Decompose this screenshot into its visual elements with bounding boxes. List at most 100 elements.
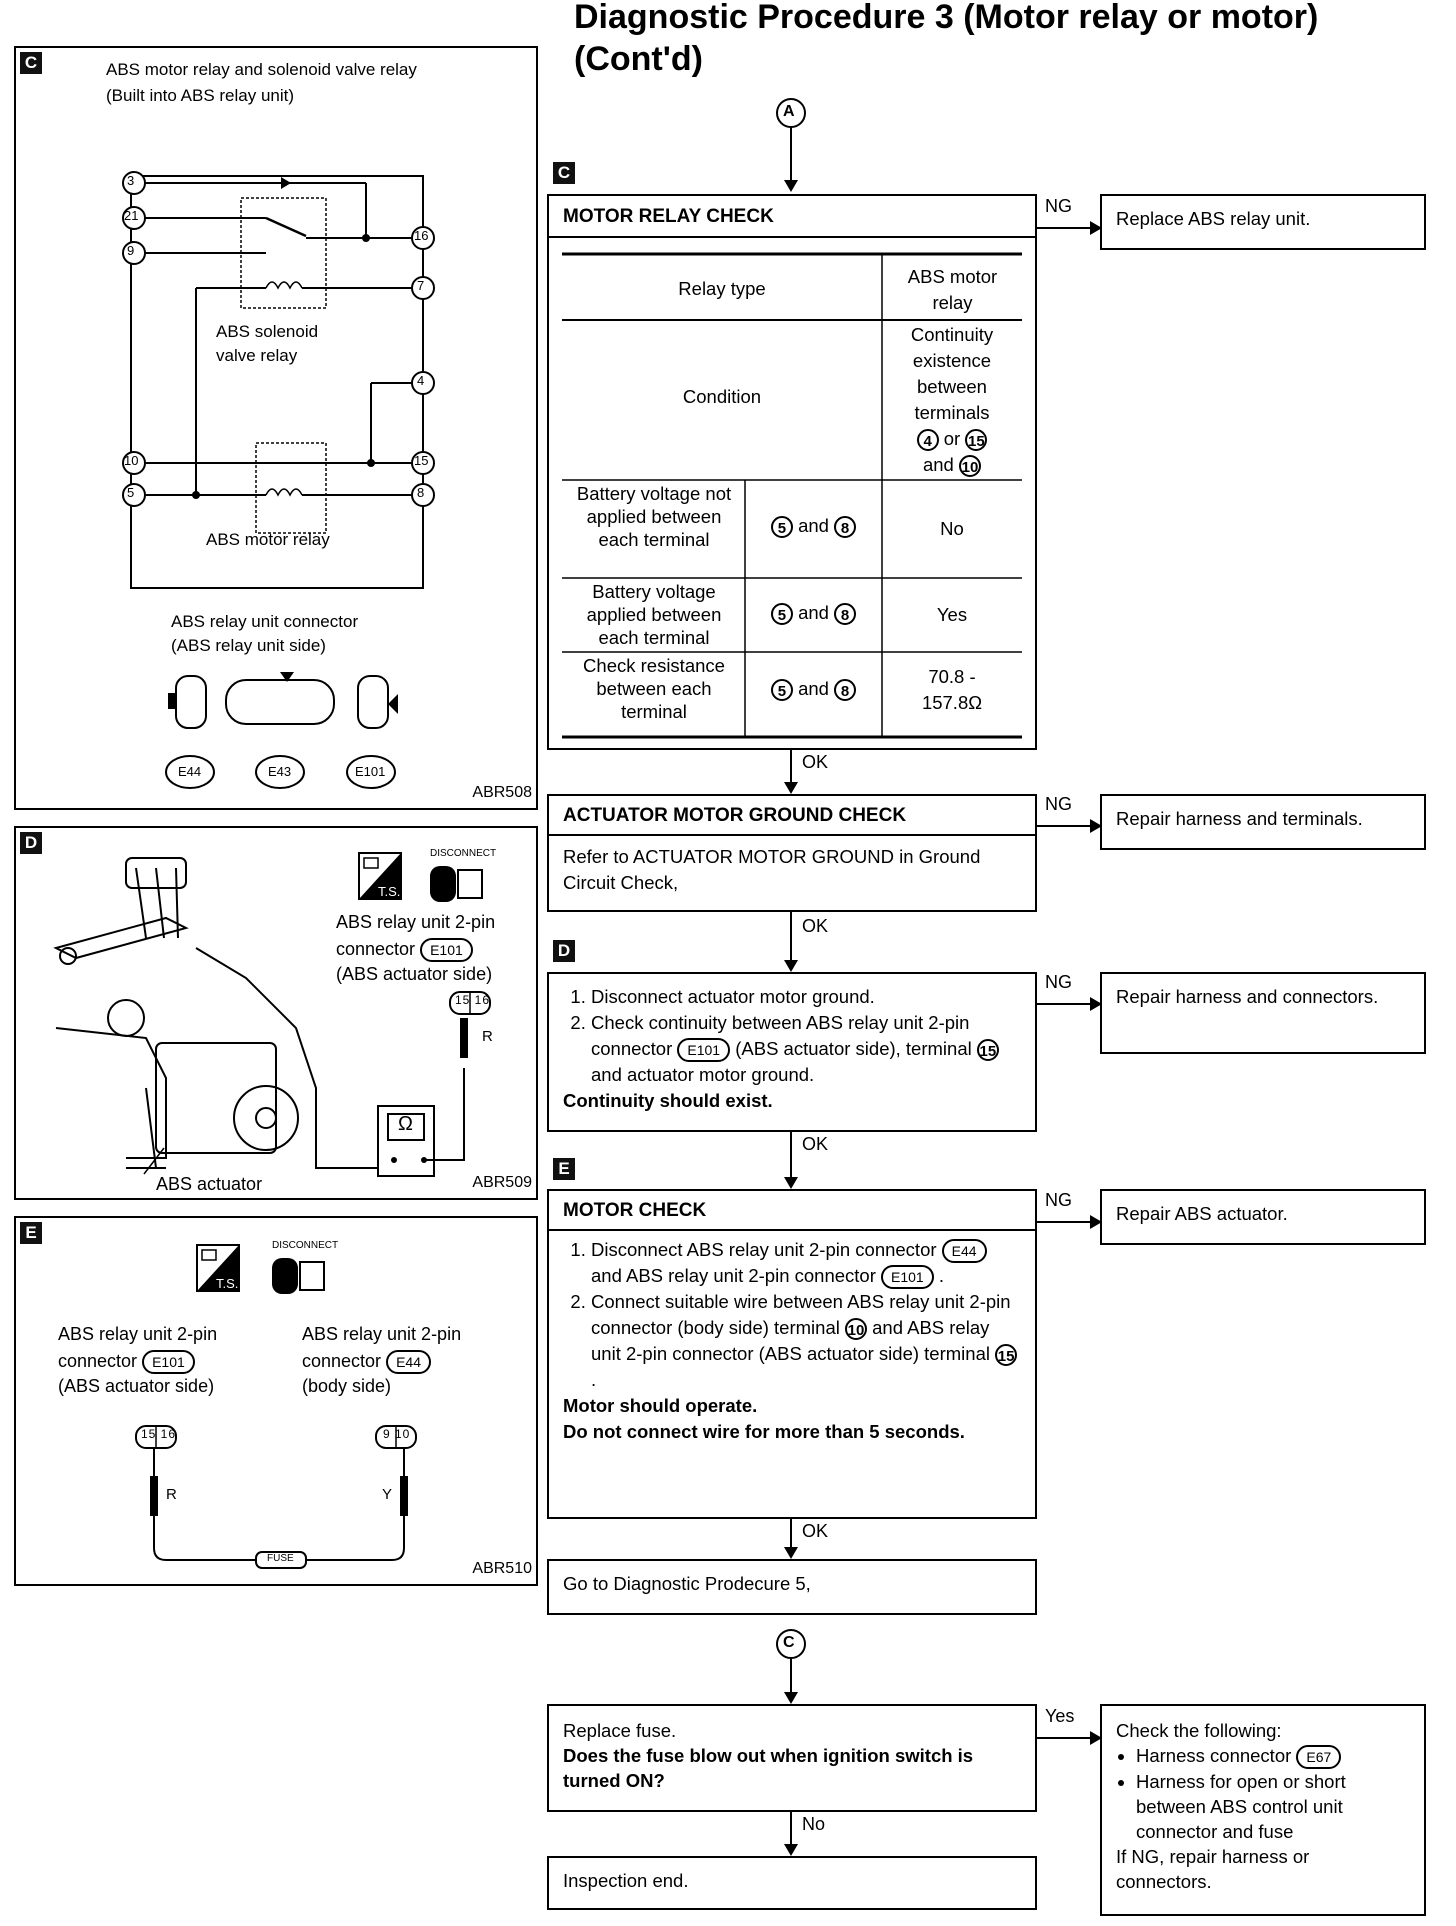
pin-7: 7 xyxy=(417,278,425,293)
ts-label: T.S. xyxy=(378,884,401,899)
flow-tag-e: E xyxy=(553,1158,575,1180)
motor-result-2: Do not connect wire for more than 5 seco… xyxy=(563,1421,965,1443)
conn-code-e43: E43 xyxy=(268,764,292,779)
motor-result-1: Motor should operate. xyxy=(563,1395,758,1417)
panel-c: C ABS motor relay and solenoid valve rel… xyxy=(14,46,538,810)
panel-c-subheading: (Built into ABS relay unit) xyxy=(106,86,295,105)
panel-e-left-pins: 15 16 xyxy=(141,1427,177,1441)
marker-a: A xyxy=(783,103,795,120)
table-row-2-condition: Battery voltage applied between each ter… xyxy=(586,581,722,648)
motor-relay-check-box: MOTOR RELAY CHECK xyxy=(547,194,1037,750)
fuse-line-1: Replace fuse. xyxy=(563,1720,677,1741)
continuity-step-2: Check continuity between ABS relay unit … xyxy=(591,1010,1021,1088)
ok-label-2: OK xyxy=(802,916,829,936)
flow-tag-d: D xyxy=(553,940,575,962)
connector-title: ABS relay unit connector xyxy=(171,612,359,631)
panel-e-left-3: (ABS actuator side) xyxy=(58,1376,215,1396)
tag-c: C xyxy=(20,52,42,74)
repair-actuator-box: Repair ABS actuator. xyxy=(1100,1189,1426,1245)
check-tail: If NG, repair harness or connectors. xyxy=(1116,1846,1310,1893)
continuity-step-1: Disconnect actuator motor ground. xyxy=(591,984,1021,1010)
check-item-1: Harness connector E67 xyxy=(1136,1743,1410,1770)
connector-subtitle: (ABS relay unit side) xyxy=(171,636,326,655)
continuity-result: Continuity should exist. xyxy=(563,1090,773,1112)
panel-c-code: ABR508 xyxy=(472,784,532,801)
wire-y-label: Y xyxy=(382,1486,393,1503)
no-label: No xyxy=(802,1814,826,1834)
ground-check-heading: ACTUATOR MOTOR GROUND CHECK xyxy=(549,796,1035,836)
panel-e-right-3: (body side) xyxy=(302,1376,392,1396)
connector-e101-badge: E101 xyxy=(142,1350,195,1374)
panel-e-left-1: ABS relay unit 2-pin xyxy=(58,1324,218,1344)
ts-icon xyxy=(358,852,402,900)
panel-d: D T.S. DISCONNECT ABS relay unit 2-pin c… xyxy=(14,826,538,1200)
terminal-4: 4 xyxy=(916,429,939,452)
actuator-illustration xyxy=(53,857,491,1177)
ng-label-4: NG xyxy=(1045,1190,1072,1210)
pin-3: 3 xyxy=(127,173,135,188)
panel-e: E T.S. DISCONNECT ABS relay unit 2-pin c… xyxy=(14,1216,538,1586)
motor-check-box: MOTOR CHECK Disconnect ABS relay unit 2-… xyxy=(547,1189,1037,1519)
fuse-question: Does the fuse blow out when ignition swi… xyxy=(563,1745,974,1791)
table-row-3-condition: Check resistance between each terminal xyxy=(583,655,725,722)
pin-9: 9 xyxy=(127,243,135,258)
panel-e-left-2: connector E101 xyxy=(58,1350,195,1374)
table-row-3-value: 70.8 - 157.8Ω xyxy=(921,666,983,713)
panel-e-right-pins: 9 10 xyxy=(383,1427,411,1441)
repair-harness-terminals-box: Repair harness and terminals. xyxy=(1100,794,1426,850)
panel-d-label-3: (ABS actuator side) xyxy=(336,964,493,984)
yes-label: Yes xyxy=(1045,1706,1075,1726)
col-relay-type: Relay type xyxy=(678,278,766,299)
wiring-diagram xyxy=(135,1425,417,1569)
terminal-10: 10 xyxy=(959,455,981,478)
ok-label-1: OK xyxy=(802,752,829,772)
panel-d-label-2: connector E101 xyxy=(336,938,473,962)
panel-c-heading: ABS motor relay and solenoid valve relay xyxy=(106,60,417,79)
continuity-steps: Disconnect actuator motor ground. Check … xyxy=(563,984,1021,1088)
pin-15: 15 xyxy=(414,453,429,468)
page-title: Diagnostic Procedure 3 (Motor relay or m… xyxy=(574,0,1319,78)
panel-e-right-2: connector E44 xyxy=(302,1350,431,1374)
fuse-label: FUSE xyxy=(267,1553,294,1564)
relay-circuit-diagram xyxy=(122,171,435,589)
terminal-15: 15 xyxy=(965,429,988,452)
ng-label-3: NG xyxy=(1045,972,1072,992)
motor-relay-check-heading: MOTOR RELAY CHECK xyxy=(549,196,1035,238)
connector-e101-badge: E101 xyxy=(881,1265,934,1290)
ts-label: T.S. xyxy=(216,1276,239,1291)
ts-icon xyxy=(196,1244,240,1292)
ng-label-1: NG xyxy=(1045,196,1072,216)
continuity-check-box: Disconnect actuator motor ground. Check … xyxy=(547,972,1037,1132)
pin-4: 4 xyxy=(417,373,425,388)
ohm-meter-symbol: Ω xyxy=(398,1113,413,1135)
motor-step-1: Disconnect ABS relay unit 2-pin connecto… xyxy=(591,1237,1021,1290)
continuity-header: Continuity existence between terminals 4… xyxy=(910,324,994,478)
tag-e: E xyxy=(20,1222,42,1244)
ground-check-box: ACTUATOR MOTOR GROUND CHECK Refer to ACT… xyxy=(547,794,1037,912)
motor-steps: Disconnect ABS relay unit 2-pin connecto… xyxy=(563,1237,1021,1393)
connector-e44-badge: E44 xyxy=(941,1239,987,1264)
ng-label-2: NG xyxy=(1045,794,1072,814)
marker-c: C xyxy=(783,1634,795,1651)
check-following-box: Check the following: Harness connector E… xyxy=(1100,1704,1426,1916)
disconnect-label: DISCONNECT xyxy=(430,848,497,859)
motor-step-2: Connect suitable wire between ABS relay … xyxy=(591,1289,1021,1393)
table-row-2-terminals: 5 and 8 xyxy=(745,602,882,626)
terminal-15: 15 xyxy=(976,1039,999,1062)
connector-e101-badge: E101 xyxy=(420,938,473,962)
terminal-15: 15 xyxy=(995,1344,1018,1367)
pin-16: 16 xyxy=(414,228,429,243)
ok-label-3: OK xyxy=(802,1134,829,1154)
ground-check-body: Refer to ACTUATOR MOTOR GROUND in Ground… xyxy=(563,846,981,893)
wire-r-label: R xyxy=(166,1486,177,1503)
conn-code-e44: E44 xyxy=(178,764,202,779)
tag-d: D xyxy=(20,832,42,854)
repair-harness-connectors-box: Repair harness and connectors. xyxy=(1100,972,1426,1054)
table-row-2-value: Yes xyxy=(936,604,968,625)
connector-e67-badge: E67 xyxy=(1296,1745,1342,1770)
terminal-10: 10 xyxy=(844,1318,867,1341)
panel-e-right-1: ABS relay unit 2-pin xyxy=(302,1324,462,1344)
row-condition: Condition xyxy=(682,386,762,407)
table-row-1-terminals: 5 and 8 xyxy=(745,515,882,539)
panel-d-pins: 15 16 xyxy=(455,993,491,1007)
